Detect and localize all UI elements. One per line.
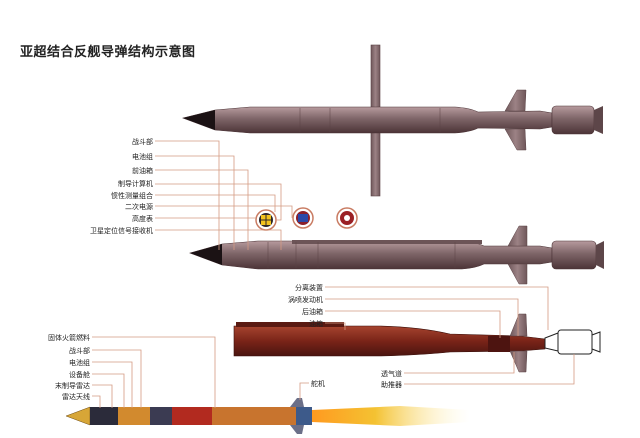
label-warhead-2: 战斗部 [69,346,90,355]
leader-line-battery [155,155,235,250]
leader-line-separation [325,286,549,330]
cross-section-icons [255,207,358,231]
label-front-tank: 前油箱 [132,166,153,175]
missile-2-booster [551,240,597,270]
leader-line-battery2 [92,361,133,408]
leader-line-turbojet [325,298,519,336]
leader-line-radar-antenna [92,395,101,408]
missile-4-warhead-section [118,407,150,425]
missile-4-flame [312,406,470,426]
missile-3-engine-section [488,336,510,352]
missile-3-booster-nozzle [591,331,601,353]
label-battery: 电池组 [132,152,153,161]
missile-3-booster-cap [544,332,559,352]
label-booster: 助推器 [381,380,402,389]
leader-line-booster [404,354,575,385]
missile-3-bottom-fin [509,350,528,373]
missile-2-body [189,240,553,270]
missile-1-body [181,106,553,134]
label-radar-antenna: 雷达天线 [62,392,90,401]
label-satnav-receiver: 卫星定位信号接收机 [90,226,153,235]
missile-4-rear-section [296,407,312,425]
leader-line-secondary-power [155,205,293,218]
label-separation-device: 分离装置 [295,283,323,292]
page-title: 亚超结合反舰导弹结构示意图 [20,45,196,60]
missile-2-nozzle [596,241,604,269]
missile-2-bottom-fin [507,263,528,285]
leader-lines [92,140,575,408]
missile-1-nose [183,110,215,130]
component-labels: 战斗部 电池组 前油箱 制导计算机 惯性测量组合 二次电源 高度表 卫星定位信号… [48,137,402,401]
label-terminal-radar: 末制导雷达 [55,381,90,390]
missile-4-top-fin [290,398,304,407]
leader-line-vent [404,352,515,374]
leader-line-guidance-computer [155,183,282,221]
label-rear-tank: 后油箱 [302,307,323,316]
leader-line-fuel-tank [325,322,346,330]
leader-line-warhead [155,140,220,250]
missile-3-body [233,325,546,357]
cross-section-fuel-icon [336,207,358,229]
missile-cutaway-view [189,225,604,285]
missile-launch-cutaway [65,398,470,434]
missile-separated-stage [233,313,601,373]
leader-line-rear-tank [325,310,501,338]
label-battery-2: 电池组 [69,358,90,367]
missile-3-intake [236,322,344,327]
missile-1-nozzle [594,106,603,134]
missile-2-dorsal-intake [292,240,482,244]
missile-1-booster [551,105,595,135]
missile-4-nose [65,406,91,426]
missile-external-view [181,44,603,197]
leader-line-warhead2 [92,349,142,408]
leader-line-solid-fuel [92,336,216,408]
missile-1-top-fin [504,89,527,112]
label-solid-fuel: 固体火箭燃料 [48,333,90,342]
label-altimeter: 高度表 [132,214,153,223]
leader-line-satnav [155,229,282,250]
label-rudder: 舵机 [311,379,325,388]
label-secondary-power: 二次电源 [125,202,153,211]
leader-line-front-tank [155,169,249,250]
missile-3-top-fin [509,313,528,337]
label-warhead: 战斗部 [132,137,153,146]
missile-2-nose [190,244,222,265]
missile-1-bottom-fin [504,128,527,151]
cross-section-power-icon [292,207,314,229]
missile-4-radar-section [90,407,118,425]
label-turbojet: 涡喷发动机 [288,295,323,304]
missile-4-red-section [172,407,212,425]
cross-section-guidance-icon [255,209,277,231]
label-guidance-computer: 制导计算机 [118,179,153,188]
label-equipment-bay: 设备舱 [69,370,90,379]
leader-line-terminal-radar [92,384,113,408]
missile-4-fuel-section [212,407,296,425]
missile-3-booster [557,329,593,355]
missile-4-equipment-section [150,407,172,425]
label-fuel-tank: 油箱 [309,319,323,328]
leader-line-equipment [92,373,125,408]
missile-2-top-fin [507,225,528,247]
leader-line-rudder [299,382,309,400]
leader-line-inertial-unit [155,194,276,212]
missile-4-bottom-fin [290,425,304,434]
label-vent-valve: 透气道 [381,369,402,378]
label-inertial-unit: 惯性测量组合 [111,191,153,200]
